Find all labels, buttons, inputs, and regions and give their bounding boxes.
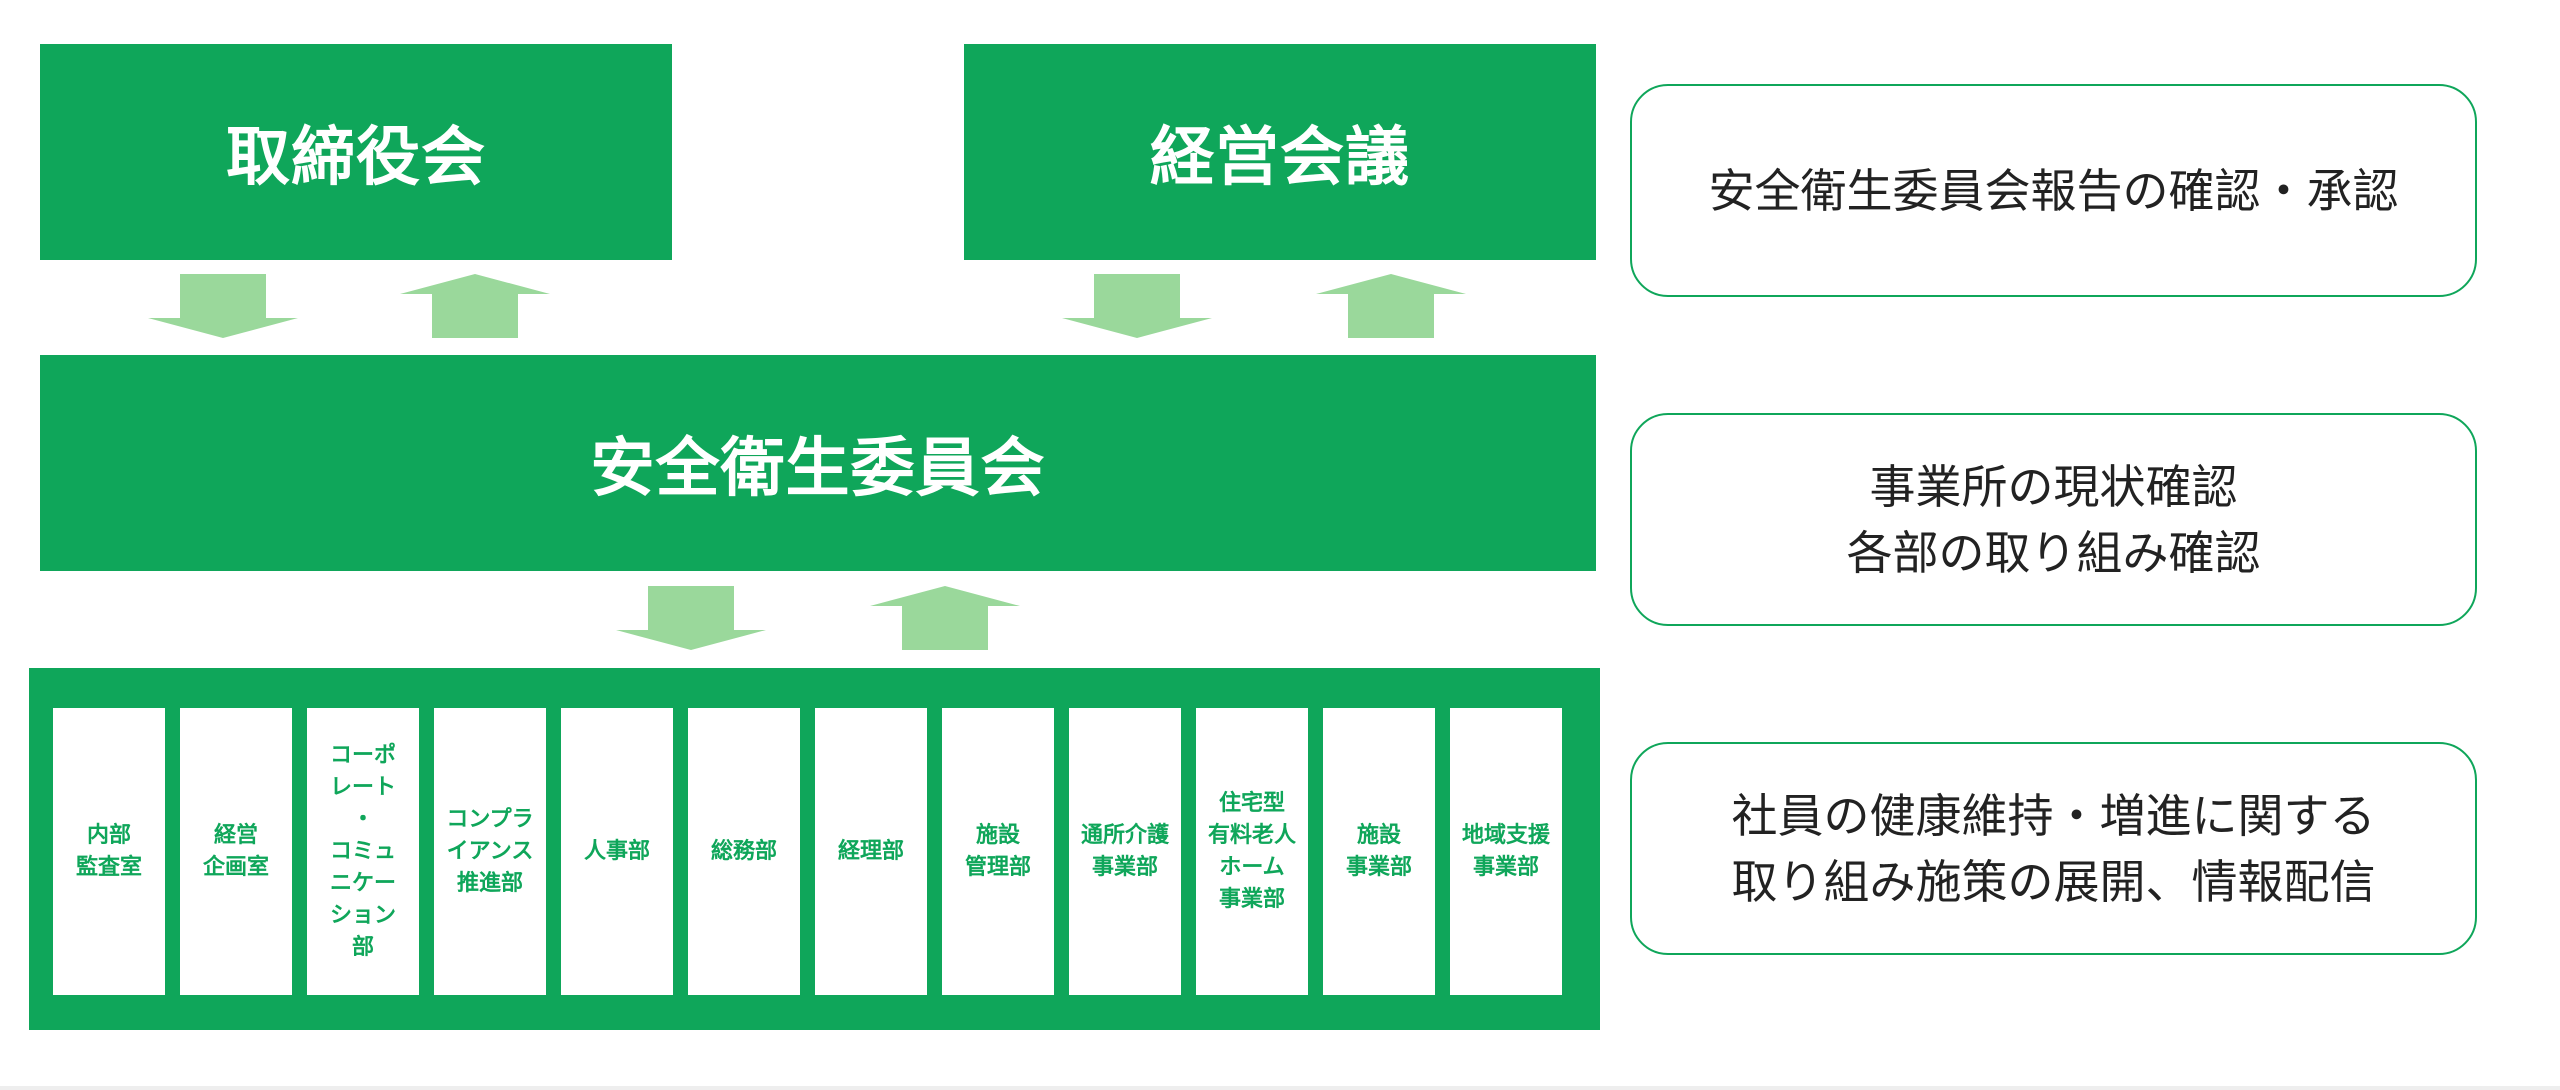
department-box: 施設 事業部 (1323, 708, 1435, 995)
department-box: 内部 監査室 (53, 708, 165, 995)
department-box: 地域支援 事業部 (1450, 708, 1562, 995)
department-box: 経営 企画室 (180, 708, 292, 995)
bottom-divider (0, 1086, 2560, 1090)
down-arrow-icon (148, 274, 298, 338)
note-status-check-text: 事業所の現状確認 各部の取り組み確認 (1846, 459, 2261, 580)
department-label: 内部 監査室 (75, 822, 142, 880)
down-arrow-icon (1062, 274, 1212, 338)
department-label: 経営 企画室 (202, 822, 269, 880)
departments-band: 内部 監査室 経営 企画室 コーポ レート ・ コミュ ニケー ション 部 コン… (29, 668, 1600, 1030)
department-box: 人事部 (561, 708, 673, 995)
department-label: 施設 事業部 (1345, 822, 1412, 880)
note-status-check: 事業所の現状確認 各部の取り組み確認 (1630, 413, 2477, 626)
safety-health-committee-label: 安全衛生委員会 (590, 432, 1046, 506)
management-meeting-label: 経営会議 (1150, 121, 1410, 195)
department-box: 通所介護 事業部 (1069, 708, 1181, 995)
department-label: 施設 管理部 (964, 822, 1031, 880)
department-label: 人事部 (583, 838, 650, 864)
board-of-directors-label: 取締役会 (226, 121, 486, 195)
department-box: コーポ レート ・ コミュ ニケー ション 部 (307, 708, 419, 995)
down-arrow-icon (616, 586, 766, 650)
department-box: 総務部 (688, 708, 800, 995)
up-arrow-icon (870, 586, 1020, 650)
note-health-initiatives: 社員の健康維持・増進に関する 取り組み施策の展開、情報配信 (1630, 742, 2477, 955)
safety-health-committee-box: 安全衛生委員会 (40, 355, 1596, 571)
up-arrow-icon (1316, 274, 1466, 338)
management-meeting-box: 経営会議 (964, 44, 1596, 260)
department-box: 住宅型 有料老人 ホーム 事業部 (1196, 708, 1308, 995)
department-label: 総務部 (710, 838, 777, 864)
department-label: 経理部 (837, 838, 904, 864)
department-label: コンプラ イアンス 推進部 (446, 806, 534, 896)
department-box: 経理部 (815, 708, 927, 995)
department-label: コーポ レート ・ コミュ ニケー ション 部 (329, 742, 396, 960)
department-box: 施設 管理部 (942, 708, 1054, 995)
up-arrow-icon (400, 274, 550, 338)
note-health-initiatives-text: 社員の健康維持・増進に関する 取り組み施策の展開、情報配信 (1731, 788, 2376, 909)
department-box: コンプラ イアンス 推進部 (434, 708, 546, 995)
note-approval: 安全衛生委員会報告の確認・承認 (1630, 84, 2477, 297)
department-label: 地域支援 事業部 (1461, 822, 1550, 880)
department-label: 住宅型 有料老人 ホーム 事業部 (1207, 790, 1296, 912)
department-label: 通所介護 事業部 (1080, 822, 1169, 880)
note-approval-text: 安全衛生委員会報告の確認・承認 (1708, 163, 2399, 218)
board-of-directors-box: 取締役会 (40, 44, 672, 260)
